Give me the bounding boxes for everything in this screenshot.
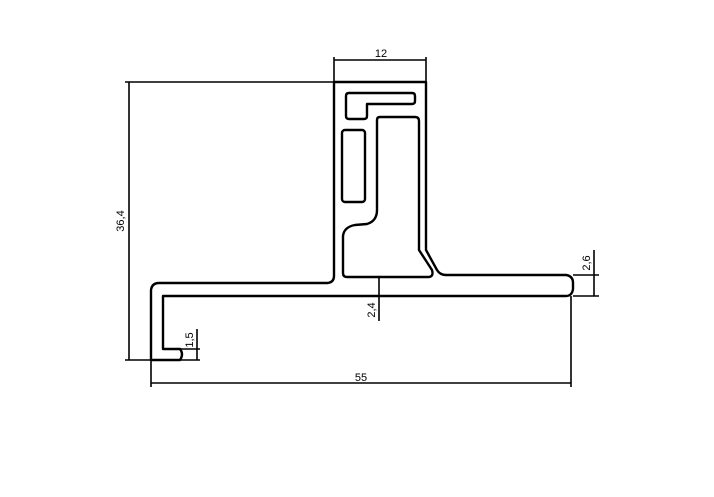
dimension-total-width: 55 — [150, 296, 572, 387]
dim-label-55: 55 — [355, 372, 367, 384]
dimension-total-height: 36,4 — [115, 81, 334, 361]
dim-label-12: 12 — [375, 48, 387, 60]
side-slot — [340, 128, 367, 204]
dim-label-2-4: 2,4 — [366, 302, 378, 317]
dimension-top-width: 12 — [333, 48, 427, 82]
main-cavity — [341, 115, 434, 279]
profile-outline — [149, 80, 575, 362]
dimension-base-thickness: 2,4 — [366, 277, 380, 321]
dim-label-2-6: 2,6 — [581, 255, 593, 270]
dimension-lip-height: 1,5 — [180, 329, 200, 361]
dimension-flange-thickness: 2,6 — [573, 250, 599, 297]
top-slot — [344, 91, 417, 121]
dim-label-36-4: 36,4 — [115, 210, 127, 231]
dim-label-1-5: 1,5 — [184, 332, 196, 347]
